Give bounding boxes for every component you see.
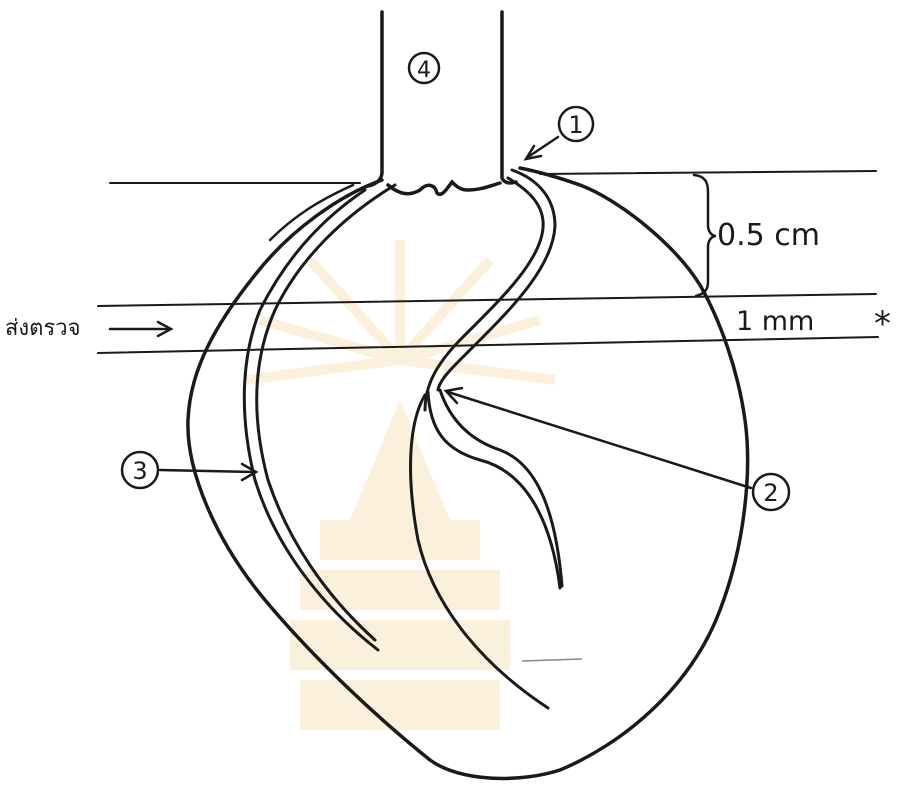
marker-3-arrow-icon bbox=[160, 464, 256, 480]
svg-text:2: 2 bbox=[763, 479, 778, 507]
marker-1-arrow-icon bbox=[526, 137, 558, 159]
exam-arrow-icon bbox=[110, 322, 171, 336]
svg-text:3: 3 bbox=[132, 457, 147, 485]
section-label: 1 mm bbox=[736, 306, 814, 337]
svg-text:4: 4 bbox=[417, 58, 431, 83]
marker-3: 3 bbox=[122, 452, 158, 488]
exam-label: ส่งตรวจ bbox=[5, 316, 81, 341]
svg-text:1: 1 bbox=[568, 111, 583, 139]
section-asterisk: * bbox=[874, 304, 891, 344]
marker-4: 4 bbox=[409, 53, 439, 83]
marker-2-arrow-icon bbox=[446, 388, 751, 488]
marker-1: 1 bbox=[559, 107, 593, 141]
section-line-top-right bbox=[540, 171, 876, 174]
aorta-vessel bbox=[368, 12, 516, 194]
watermark-emblem-icon bbox=[245, 240, 555, 730]
section-line-middle bbox=[98, 294, 876, 306]
stray-mark bbox=[522, 659, 582, 661]
marker-2: 2 bbox=[753, 474, 789, 510]
thickness-label: 0.5 cm bbox=[717, 218, 820, 253]
